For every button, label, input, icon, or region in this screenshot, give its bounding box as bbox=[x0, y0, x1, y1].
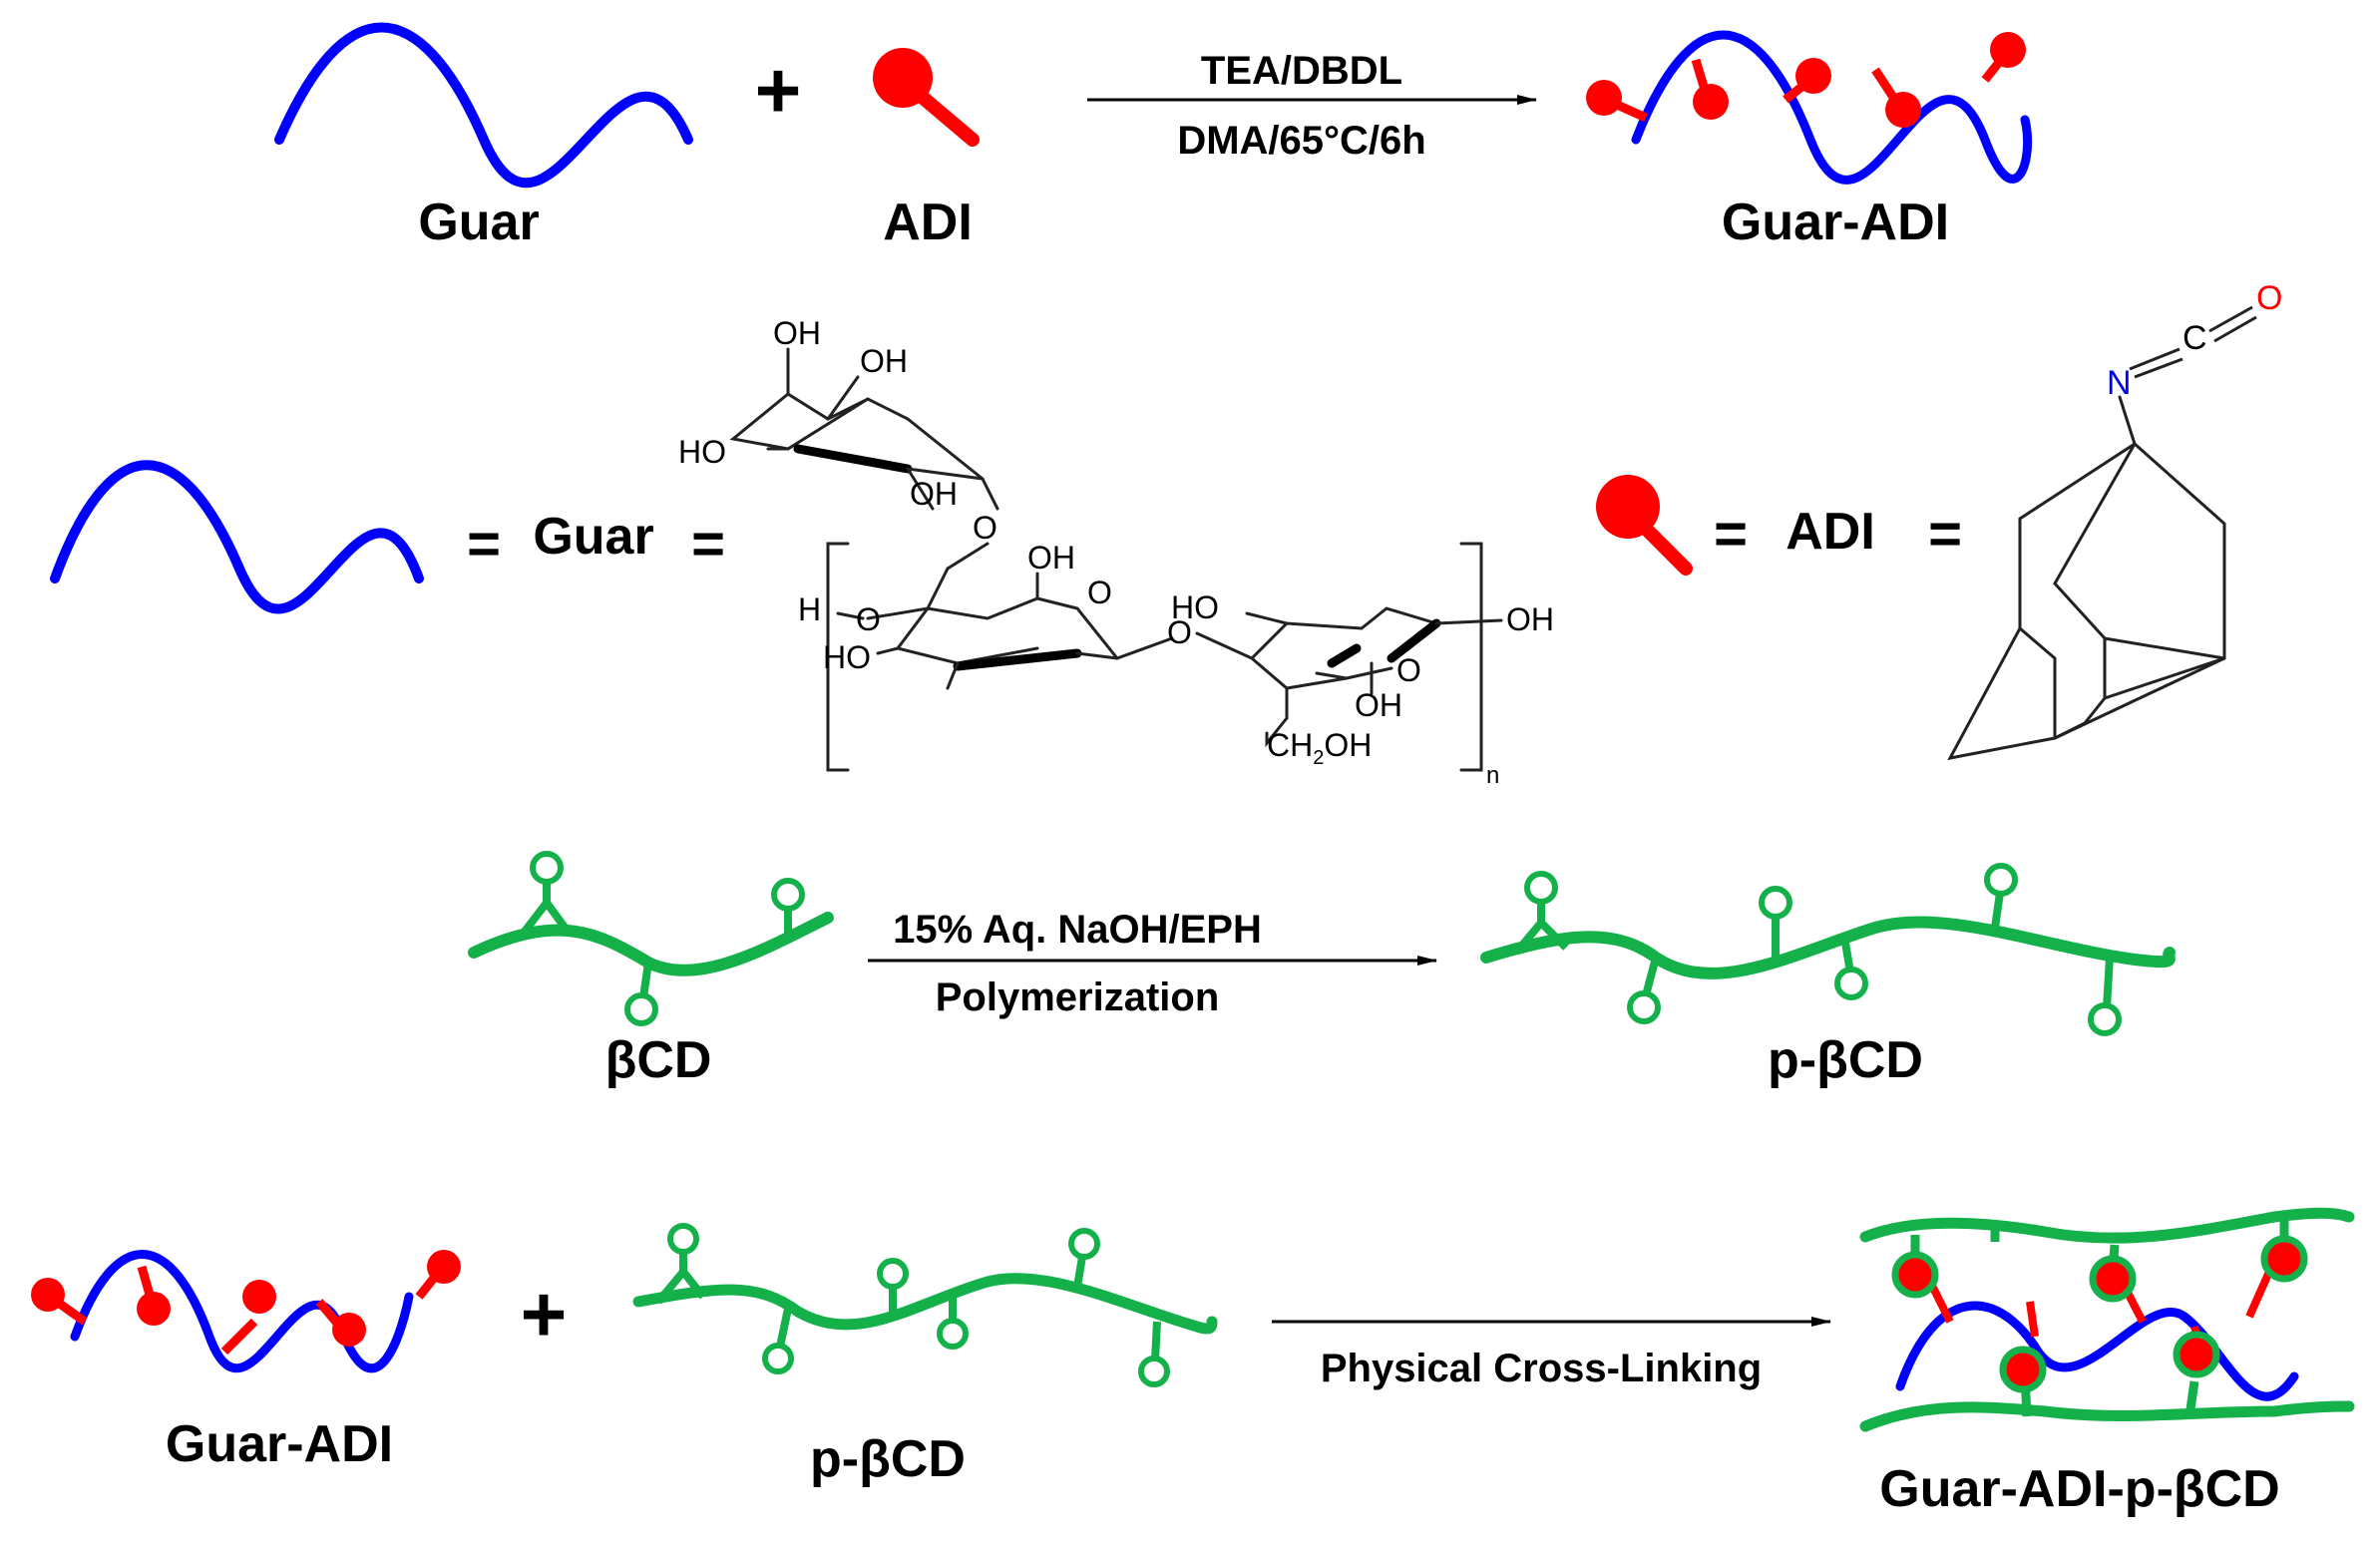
equals-sign-4: = bbox=[1928, 502, 1962, 567]
p-beta-cd-reactant-label: p-βCD bbox=[810, 1430, 966, 1488]
atom-h-end: H bbox=[798, 591, 821, 627]
atom-oh-right: OH bbox=[1506, 601, 1554, 637]
p-beta-cd-chain-icon bbox=[1480, 863, 2176, 1036]
arrow-3-label: Physical Cross-Linking bbox=[1321, 1347, 1762, 1390]
arrow-1-top-label: TEA/DBDL bbox=[1201, 49, 1402, 93]
atom-o-ring-mid: O bbox=[1087, 575, 1112, 610]
guar-chain-legend-icon bbox=[50, 460, 424, 614]
guar-chemical-structure: OH OH HO OH O OH O H O HO O HO OH O OH C… bbox=[678, 315, 1554, 789]
guar-adi-label: Guar-ADI bbox=[1722, 194, 1949, 251]
guar-adi-product-icon bbox=[1586, 30, 2033, 185]
equals-sign-3: = bbox=[1714, 502, 1748, 567]
p-beta-cd-label: p-βCD bbox=[1768, 1031, 1923, 1089]
atom-c: C bbox=[2182, 319, 2207, 357]
atom-oh-top1: OH bbox=[773, 315, 821, 351]
atom-ho-right-ring: HO bbox=[1171, 589, 1219, 625]
guar-adi-reactant-icon bbox=[31, 1250, 461, 1373]
atom-ho-left-lower: HO bbox=[823, 639, 871, 675]
guar-chain-icon bbox=[274, 22, 693, 189]
plus-sign-2: + bbox=[521, 1270, 568, 1359]
adi-pin-legend-icon bbox=[1596, 475, 1693, 576]
cross-linked-network-icon bbox=[1859, 1207, 2355, 1432]
atom-ho-left-upper: HO bbox=[678, 434, 726, 470]
p-beta-cd-reactant-icon bbox=[632, 1223, 1218, 1387]
adi-chemical-structure: N C O bbox=[1947, 279, 2282, 761]
repeat-unit-n: n bbox=[1486, 762, 1499, 789]
equals-sign-1: = bbox=[467, 512, 501, 577]
atom-o-right-ring: O bbox=[1396, 652, 1421, 688]
atom-o-left: O bbox=[856, 601, 881, 637]
arrow-2-bottom-label: Polymerization bbox=[936, 975, 1220, 1019]
atom-o-link: O bbox=[973, 510, 997, 546]
plus-sign: + bbox=[755, 46, 802, 135]
guar-adi-p-beta-cd-label: Guar-ADI-p-βCD bbox=[1879, 1460, 2279, 1518]
guar-legend-label: Guar bbox=[533, 508, 653, 566]
arrow-1-bottom-label: DMA/65°C/6h bbox=[1177, 119, 1425, 163]
adi-label: ADI bbox=[883, 194, 973, 251]
atom-o-glyco: O bbox=[1167, 614, 1192, 650]
arrow-2-top-label: 15% Aq. NaOH/EPH bbox=[893, 908, 1262, 952]
beta-cd-chain-icon bbox=[468, 851, 834, 1026]
atom-oh-top2: OH bbox=[860, 343, 908, 379]
guar-label: Guar bbox=[418, 194, 539, 251]
atom-ch2oh: CH2OH bbox=[1267, 727, 1372, 769]
guar-adi-reactant-label: Guar-ADI bbox=[166, 1415, 393, 1473]
adi-pin-icon bbox=[873, 48, 980, 147]
beta-cd-label: βCD bbox=[605, 1031, 712, 1089]
atom-oh-mid: OH bbox=[1027, 540, 1075, 576]
adi-legend-label: ADI bbox=[1785, 503, 1875, 561]
atom-o: O bbox=[2256, 279, 2282, 317]
atom-oh-lower: OH bbox=[1355, 687, 1402, 723]
atom-oh-upper-ring: OH bbox=[910, 476, 958, 512]
atom-n: N bbox=[2107, 364, 2132, 402]
equals-sign-2: = bbox=[691, 512, 725, 577]
